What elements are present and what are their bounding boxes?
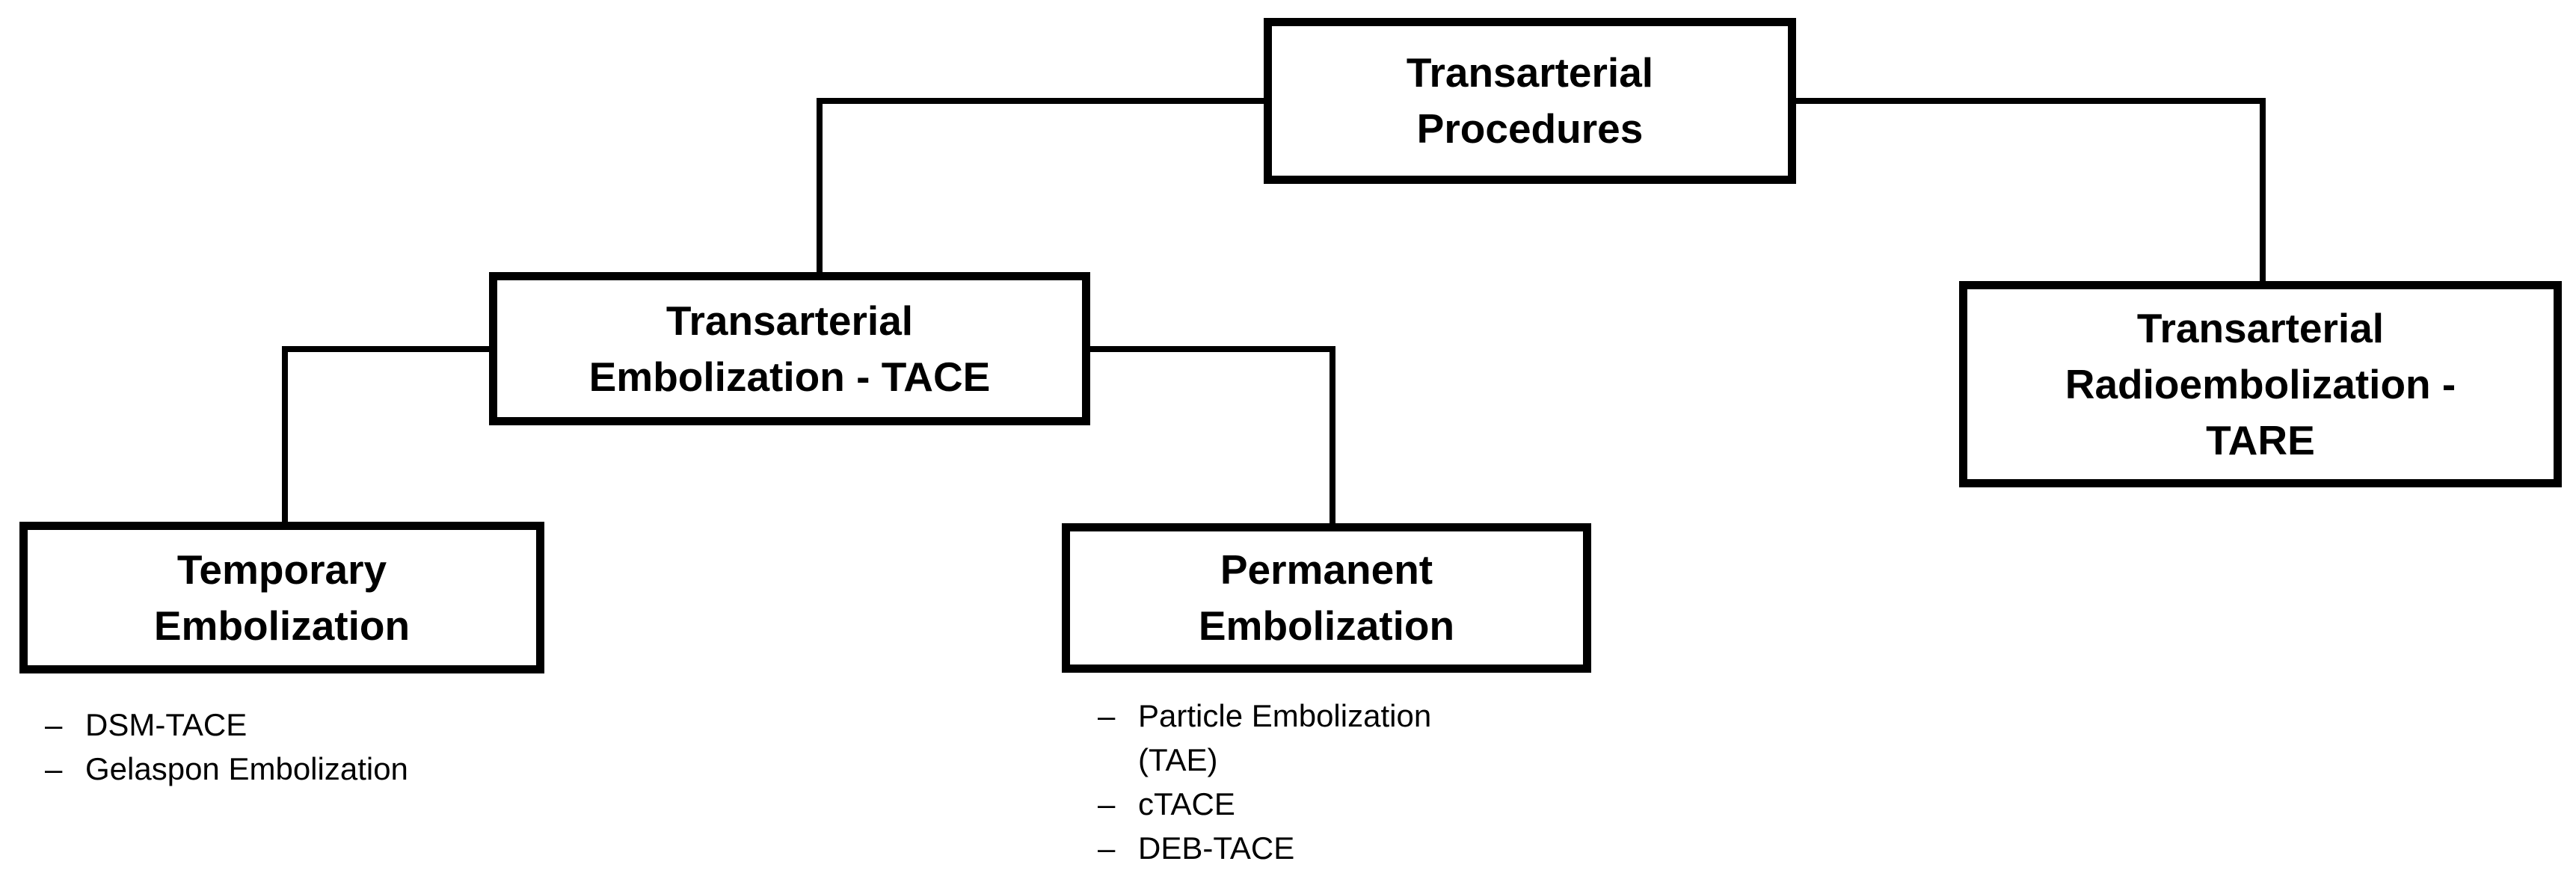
list-item-line: DEB-TACE: [1138, 830, 1295, 866]
connector-tace-to-permanent-horizontal: [1090, 346, 1335, 352]
list-item-label: DEB-TACE: [1138, 826, 1294, 870]
connector-tace-to-permanent-vertical: [1330, 346, 1335, 523]
list-item-line: DSM-TACE: [85, 707, 248, 742]
node-label-line: Radioembolization -: [2065, 360, 2456, 407]
node-label-line: Transarterial: [1406, 49, 1654, 96]
node-label-line: Embolization: [1198, 602, 1455, 649]
list-item-line: Particle Embolization: [1138, 698, 1432, 733]
list-item: –DEB-TACE: [1098, 826, 1576, 870]
node-label-line: Temporary: [176, 546, 387, 593]
connector-root-to-tare-horizontal: [1796, 98, 2266, 104]
list-item-label: Gelaspon Embolization: [85, 747, 408, 791]
list-item: –cTACE: [1098, 782, 1576, 826]
list-item-label: Particle Embolization (TAE): [1138, 694, 1431, 782]
dash-bullet: –: [1098, 830, 1116, 866]
dash-bullet: –: [45, 751, 63, 786]
node-label-line: Embolization: [153, 602, 411, 649]
list-item-line: Gelaspon Embolization: [85, 751, 408, 786]
connector-root-to-tace-horizontal: [817, 98, 1264, 104]
list-item-label: cTACE: [1138, 782, 1235, 826]
node-label-line: Transarterial: [665, 297, 914, 344]
temporary-embolization-items-list: –DSM-TACE–Gelaspon Embolization: [45, 703, 538, 791]
list-item: –DSM-TACE: [45, 703, 538, 747]
node-label-line: Procedures: [1416, 105, 1644, 152]
connector-tace-to-temporary-vertical: [282, 346, 288, 522]
connector-root-to-tace-vertical: [817, 98, 823, 272]
list-item: –Particle Embolization (TAE): [1098, 694, 1576, 782]
connector-tace-to-temporary-horizontal: [282, 346, 489, 352]
list-item: –Gelaspon Embolization: [45, 747, 538, 791]
list-item-line: cTACE: [1138, 786, 1235, 821]
node-label-line: TARE: [2206, 416, 2315, 463]
dash-bullet: –: [45, 707, 63, 742]
list-item-label: DSM-TACE: [85, 703, 247, 747]
dash-bullet: –: [1098, 786, 1116, 821]
connector-root-to-tare-vertical: [2260, 98, 2266, 281]
list-item-line: (TAE): [1138, 742, 1218, 777]
permanent-embolization-items-list: –Particle Embolization(TAE)–cTACE–DEB-TA…: [1098, 694, 1576, 870]
node-label-line: Permanent: [1220, 546, 1433, 593]
node-label-line: Transarterial: [2136, 304, 2385, 351]
node-label-line: Embolization - TACE: [588, 353, 991, 400]
dash-bullet: –: [1098, 698, 1116, 733]
